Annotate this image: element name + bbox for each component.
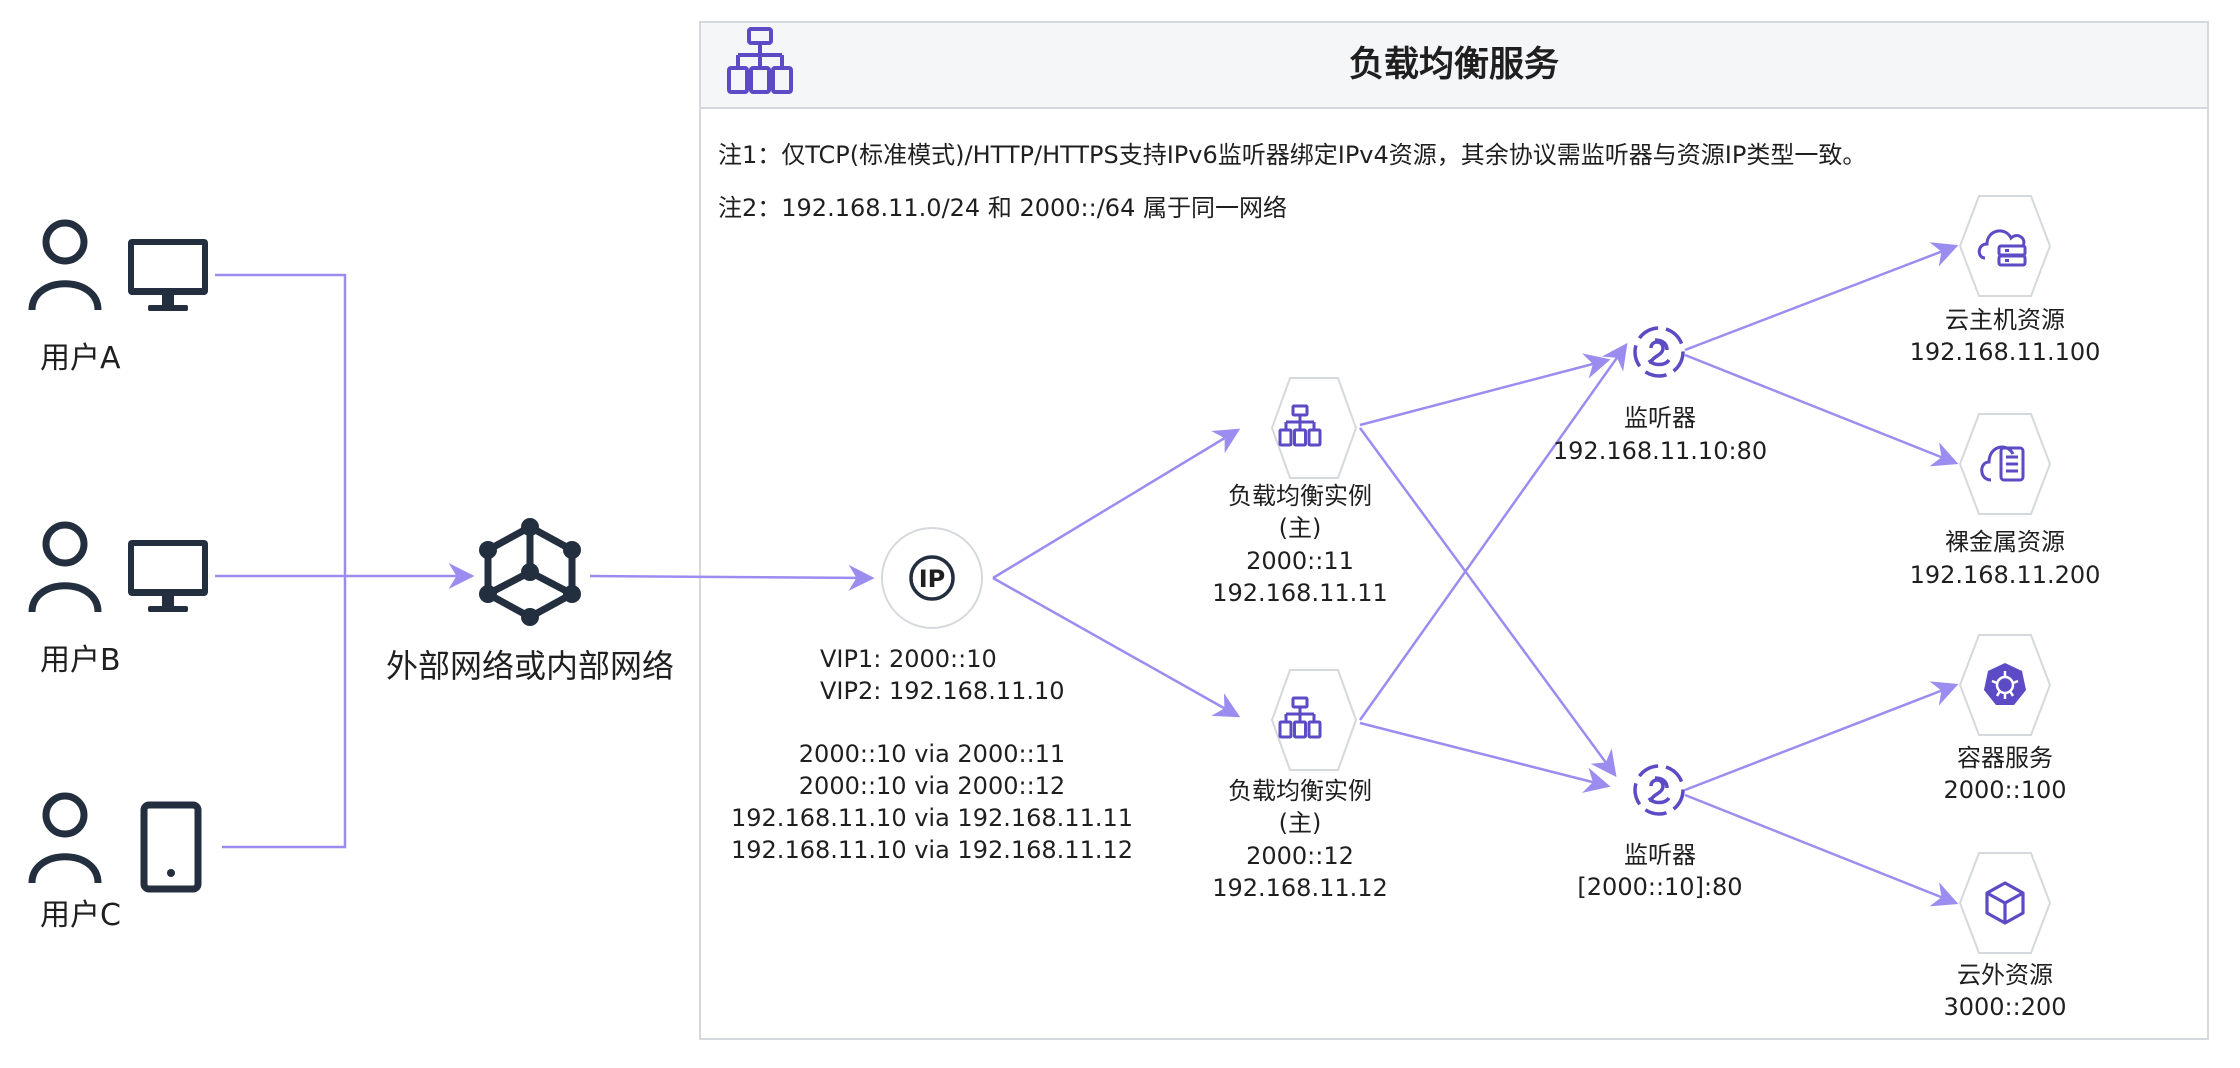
edge-listener1-cloud (1684, 242, 1959, 352)
note-1: 注1：仅TCP(标准模式)/HTTP/HTTPS支持IPv6监听器绑定IPv4资… (718, 141, 1866, 169)
monitor-icon (128, 239, 208, 311)
lb1-line-1: 负载均衡实例 (1228, 482, 1372, 510)
cloud-server-icon (1977, 229, 2027, 267)
network-label: 外部网络或内部网络 (386, 647, 674, 685)
off-cloud-line-2: 3000::200 (1943, 993, 2066, 1021)
lb1-line-4: 192.168.11.11 (1212, 579, 1388, 607)
cube-icon (1985, 881, 2025, 925)
tablet-icon (140, 801, 202, 893)
lb2-line-1: 负载均衡实例 (1228, 777, 1372, 805)
edge-listener2-k8s (1684, 681, 1959, 792)
resource-cloud-host: 云主机资源 192.168.11.100 (1910, 195, 2101, 366)
edge-user-a (215, 273, 347, 575)
listener-icon (1633, 326, 1685, 378)
lb2-line-2: (主) (1279, 809, 1322, 837)
network-cube-icon (479, 518, 581, 626)
user-b: 用户B (28, 521, 208, 678)
edge-lb2-listener1 (1358, 342, 1628, 721)
ip-icon: IP (909, 555, 955, 601)
listener1-line-1: 监听器 (1624, 404, 1696, 432)
listener-2: 监听器 [2000::10]:80 (1577, 764, 1743, 901)
listener2-line-2: [2000::10]:80 (1577, 873, 1742, 901)
resource-bare-metal: 裸金属资源 192.168.11.200 (1910, 413, 2101, 589)
person-icon (28, 792, 102, 884)
vip-route-4: 192.168.11.10 via 192.168.11.12 (731, 836, 1133, 864)
user-c-label: 用户C (40, 898, 121, 933)
monitor-icon (128, 540, 208, 612)
bare-metal-icon (1980, 445, 2025, 482)
network-node: 外部网络或内部网络 (386, 518, 674, 685)
load-balancer-icon (1278, 404, 1322, 447)
vip-route-2: 2000::10 via 2000::12 (799, 772, 1065, 800)
kubernetes-icon (1984, 663, 2026, 705)
listener1-line-2: 192.168.11.10:80 (1553, 437, 1767, 465)
edge-lb1-listener2 (1358, 427, 1617, 778)
load-balancer-icon (1278, 696, 1322, 739)
edge-lb1-listener1 (1359, 353, 1611, 427)
listener2-line-1: 监听器 (1624, 841, 1696, 869)
listener-1: 监听器 192.168.11.10:80 (1553, 326, 1767, 465)
connectors (215, 242, 1959, 907)
bare-metal-line-2: 192.168.11.200 (1910, 561, 2101, 589)
edge-lb2-listener2 (1359, 721, 1611, 793)
listener-icon (1633, 764, 1685, 816)
vip-line-2: VIP2: 192.168.11.10 (820, 677, 1065, 705)
edge-network-vip (589, 564, 875, 591)
container-line-2: 2000::100 (1943, 776, 2066, 804)
edge-listener2-offcloud (1684, 793, 1959, 907)
resource-off-cloud: 云外资源 3000::200 (1943, 852, 2067, 1021)
edge-vip-lb2 (992, 576, 1241, 718)
off-cloud-line-1: 云外资源 (1957, 961, 2053, 989)
note-2: 注2：192.168.11.0/24 和 2000::/64 属于同一网络 (718, 194, 1287, 222)
user-b-label: 用户B (40, 643, 121, 678)
user-c: 用户C (28, 792, 202, 933)
person-icon (28, 521, 102, 613)
user-a-label: 用户A (40, 341, 121, 376)
vip-route-3: 192.168.11.10 via 192.168.11.11 (731, 804, 1133, 832)
cloud-host-line-1: 云主机资源 (1945, 306, 2065, 334)
resource-container-service: 容器服务 2000::100 (1943, 634, 2067, 804)
lb1-line-3: 2000::11 (1246, 547, 1354, 575)
edge-listener1-baremetal (1684, 353, 1959, 467)
panel-title: 负载均衡服务 (1349, 45, 1559, 85)
lb-service-icon (727, 27, 793, 94)
lb2-line-3: 2000::12 (1246, 842, 1354, 870)
ip-icon-text: IP (919, 565, 946, 593)
lb-service-panel: 负载均衡服务 注1：仅TCP(标准模式)/HTTP/HTTPS支持IPv6监听器… (699, 21, 2209, 1040)
container-line-1: 容器服务 (1957, 744, 2053, 772)
vip-node: IP VIP1: 2000::10 VIP2: 192.168.11.10 20… (731, 527, 1133, 864)
lb2-line-4: 192.168.11.12 (1212, 874, 1388, 902)
lb-instance-1: 负载均衡实例 (主) 2000::11 192.168.11.11 (1212, 377, 1388, 607)
lb-instance-2: 负载均衡实例 (主) 2000::12 192.168.11.12 (1212, 669, 1388, 902)
edge-vip-lb1 (992, 428, 1241, 580)
bare-metal-line-1: 裸金属资源 (1945, 528, 2065, 556)
vip-route-1: 2000::10 via 2000::11 (799, 740, 1065, 768)
person-icon (28, 219, 102, 311)
vip-line-1: VIP1: 2000::10 (820, 645, 997, 673)
cloud-host-line-2: 192.168.11.100 (1910, 338, 2101, 366)
edge-user-c (222, 575, 347, 849)
lb1-line-2: (主) (1279, 514, 1322, 542)
user-a: 用户A (28, 219, 208, 376)
